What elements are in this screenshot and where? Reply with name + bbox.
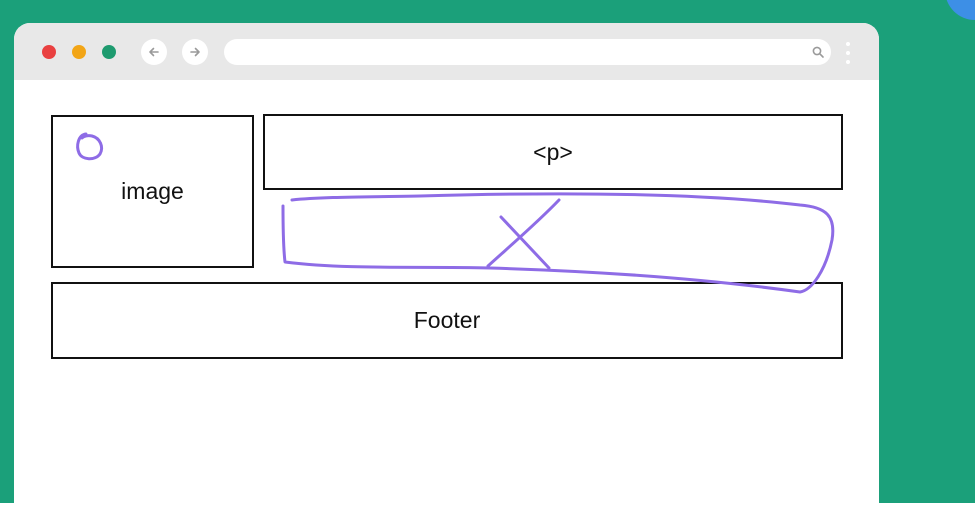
browser-window: image <p> Footer: [14, 23, 879, 523]
maximize-window-dot[interactable]: [102, 45, 116, 59]
footer-block: Footer: [51, 282, 843, 359]
browser-toolbar: [14, 23, 879, 80]
arrow-left-icon: [149, 47, 159, 57]
search-icon[interactable]: [811, 45, 825, 59]
image-label: image: [121, 178, 184, 204]
footer-label: Footer: [413, 307, 481, 333]
back-button[interactable]: [141, 39, 167, 65]
address-bar[interactable]: [224, 39, 831, 65]
forward-button[interactable]: [182, 39, 208, 65]
arrow-right-icon: [190, 47, 200, 57]
paragraph-block: <p>: [263, 114, 843, 190]
minimize-window-dot[interactable]: [72, 45, 86, 59]
paragraph-label: <p>: [533, 138, 573, 165]
image-block: image: [51, 115, 254, 268]
kebab-menu-icon[interactable]: [843, 39, 853, 67]
close-window-dot[interactable]: [42, 45, 56, 59]
